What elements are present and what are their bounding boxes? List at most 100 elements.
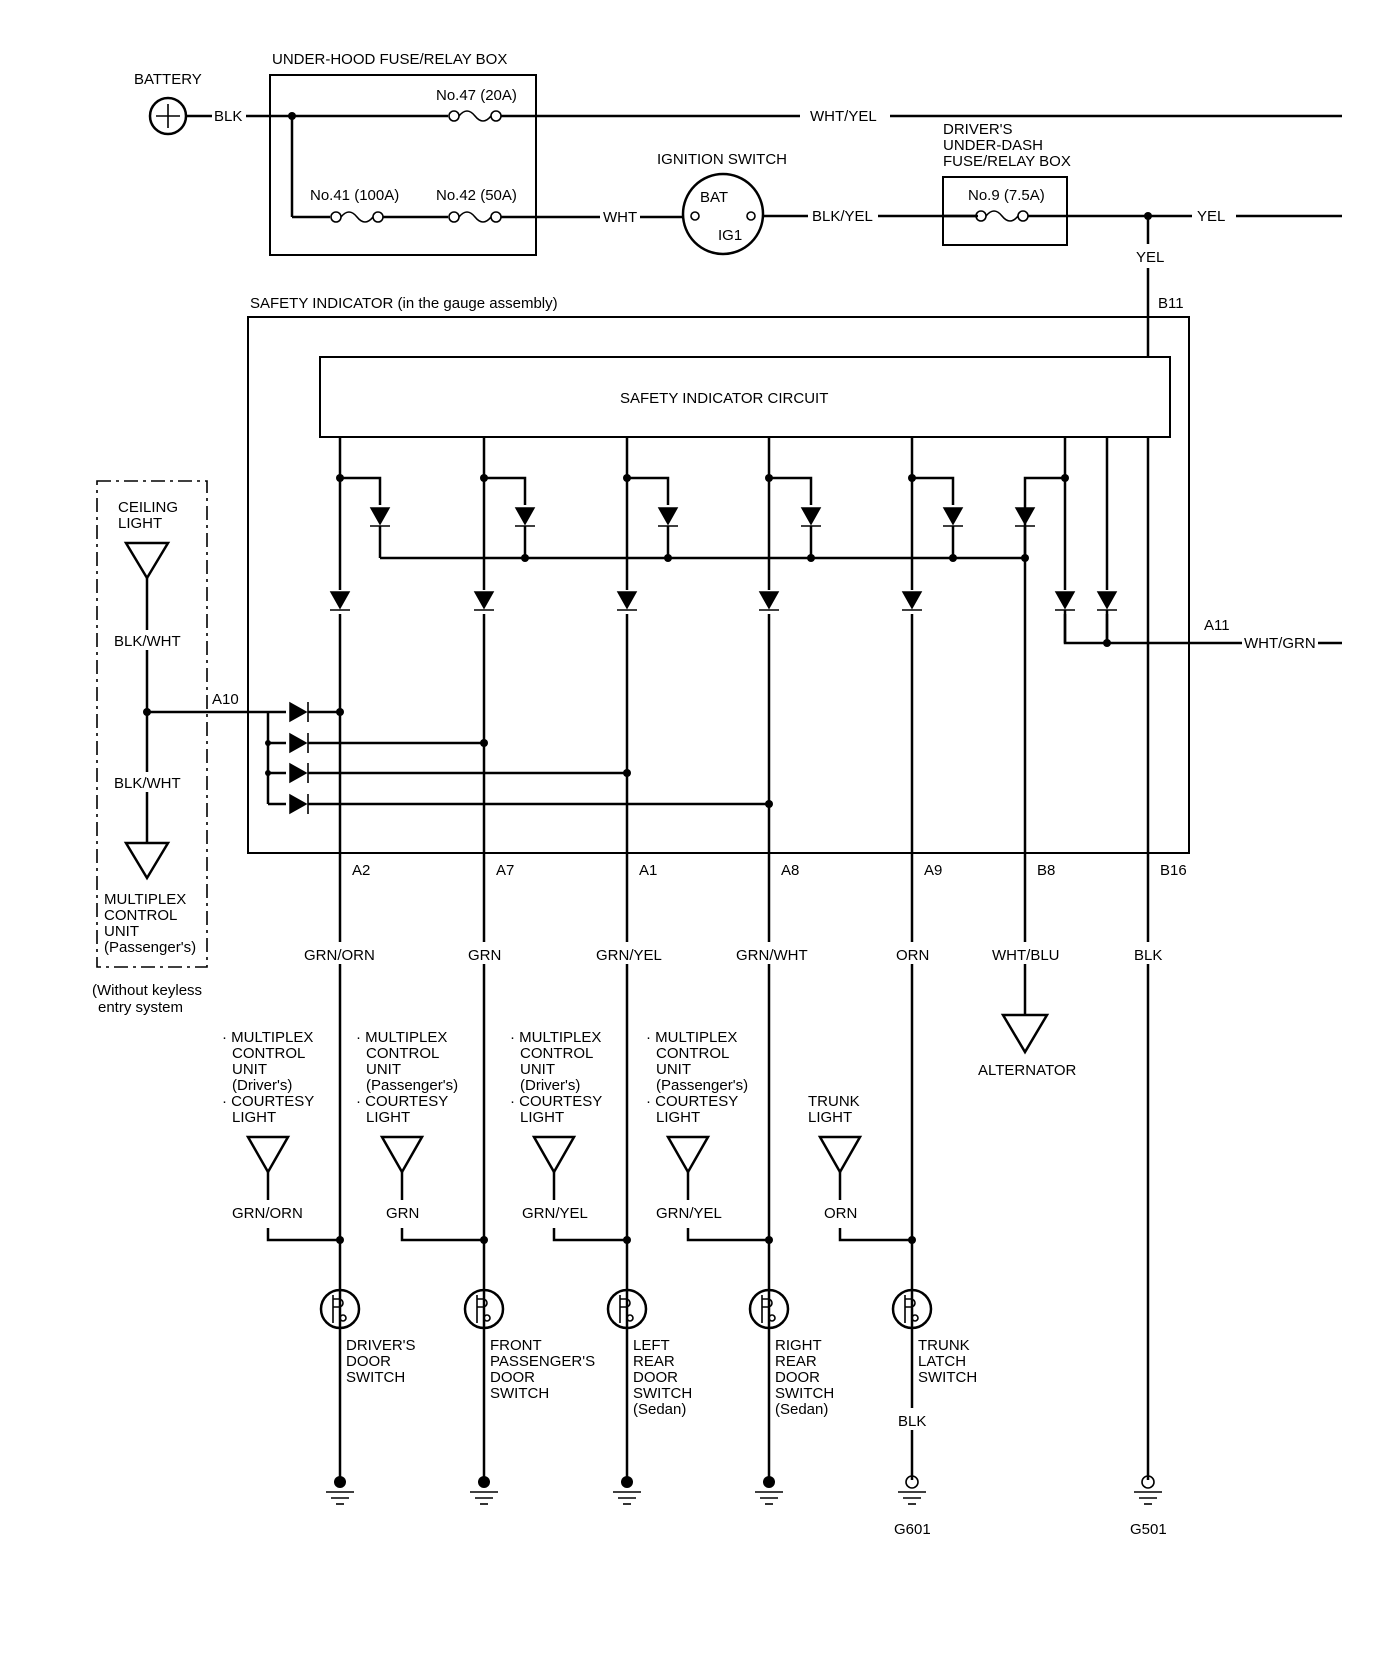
dash-box-title-2: UNDER-DASH (943, 137, 1043, 154)
svg-text:LIGHT: LIGHT (366, 1109, 410, 1126)
svg-text:UNIT: UNIT (232, 1061, 267, 1078)
battery-symbol (148, 96, 188, 136)
load-4-wire: GRN/YEL (656, 1205, 722, 1222)
fuse-41 (330, 211, 384, 223)
terminal-a10: A10 (212, 691, 239, 708)
svg-text:REAR: REAR (633, 1353, 675, 1370)
svg-text:REAR: REAR (775, 1353, 817, 1370)
svg-text:CONTROL: CONTROL (366, 1045, 439, 1062)
ceiling-note-2: entry system (98, 999, 183, 1016)
svg-text:TRUNK: TRUNK (918, 1337, 970, 1354)
a10-diode-network (146, 701, 773, 815)
terminal-a11: A11 (1204, 617, 1230, 634)
load-1: · MULTIPLEX CONTROL UNIT (Driver's) · CO… (222, 1029, 344, 1244)
ignition-ig1-label: IG1 (718, 227, 742, 244)
ceiling-wire-2-label: BLK/WHT (114, 775, 181, 792)
svg-text:DRIVER'S: DRIVER'S (346, 1337, 416, 1354)
svg-text:· MULTIPLEX: · MULTIPLEX (510, 1029, 601, 1046)
ground-g601-label: G601 (894, 1521, 931, 1538)
terminal-b16: B16 (1160, 862, 1187, 879)
svg-text:DOOR: DOOR (633, 1369, 678, 1386)
svg-text:SWITCH: SWITCH (775, 1385, 834, 1402)
fuse-47 (448, 110, 502, 122)
dash-box-title-1: DRIVER'S (943, 121, 1013, 138)
svg-text:(Sedan): (Sedan) (633, 1401, 686, 1418)
ceiling-mcu-3: UNIT (104, 923, 139, 940)
svg-text:LIGHT: LIGHT (520, 1109, 564, 1126)
svg-text:LIGHT: LIGHT (656, 1109, 700, 1126)
svg-text:SWITCH: SWITCH (633, 1385, 692, 1402)
fuse-9-label: No.9 (7.5A) (968, 187, 1045, 204)
mcu-passenger-symbol (123, 841, 171, 881)
svg-text:DOOR: DOOR (490, 1369, 535, 1386)
upper-diodes (369, 507, 1036, 527)
svg-text:· COURTESY: · COURTESY (510, 1093, 602, 1110)
svg-text:DOOR: DOOR (346, 1353, 391, 1370)
terminal-a8: A8 (781, 862, 799, 879)
ignition-bat-label: BAT (700, 189, 728, 206)
svg-text:(Driver's): (Driver's) (520, 1077, 580, 1094)
svg-text:· MULTIPLEX: · MULTIPLEX (356, 1029, 447, 1046)
battery-wire-label: BLK (214, 108, 242, 125)
wire-b8-label: WHT/BLU (992, 947, 1060, 964)
svg-text:CONTROL: CONTROL (656, 1045, 729, 1062)
svg-text:LEFT: LEFT (633, 1337, 670, 1354)
svg-text:LIGHT: LIGHT (808, 1109, 852, 1126)
wire-b16-label: BLK (1134, 947, 1162, 964)
wire-a1-label: GRN/YEL (596, 947, 662, 964)
fuse-42 (448, 211, 502, 223)
ceiling-mcu-4: (Passenger's) (104, 939, 196, 956)
load-2: · MULTIPLEX CONTROL UNIT (Passenger's) ·… (356, 1029, 488, 1244)
safety-indicator-circuit-label: SAFETY INDICATOR CIRCUIT (620, 390, 828, 407)
safety-indicator-title: SAFETY INDICATOR (in the gauge assembly) (250, 295, 558, 312)
svg-text:CONTROL: CONTROL (232, 1045, 305, 1062)
alternator-symbol (1000, 1013, 1050, 1055)
svg-text:SWITCH: SWITCH (490, 1385, 549, 1402)
terminal-a9: A9 (924, 862, 942, 879)
svg-text:CONTROL: CONTROL (520, 1045, 593, 1062)
load-1-wire: GRN/ORN (232, 1205, 303, 1222)
diode-common-bus (378, 526, 1029, 562)
fuse-47-label: No.47 (20A) (436, 87, 517, 104)
svg-text:PASSENGER'S: PASSENGER'S (490, 1353, 595, 1370)
ceiling-mcu-1: MULTIPLEX (104, 891, 186, 908)
wire-blk-yel-label: BLK/YEL (812, 208, 873, 225)
svg-text:SWITCH: SWITCH (346, 1369, 405, 1386)
svg-text:· COURTESY: · COURTESY (646, 1093, 738, 1110)
wire-a9-label: ORN (896, 947, 929, 964)
svg-text:UNIT: UNIT (366, 1061, 401, 1078)
load-3-wire: GRN/YEL (522, 1205, 588, 1222)
alternator-label: ALTERNATOR (978, 1062, 1077, 1079)
svg-text:· COURTESY: · COURTESY (356, 1093, 448, 1110)
under-hood-fuse-box (269, 74, 537, 256)
dash-box-title-3: FUSE/RELAY BOX (943, 153, 1071, 170)
wire-yel-right-label: YEL (1197, 208, 1225, 225)
ground-g501-label: G501 (1130, 1521, 1167, 1538)
svg-text:LIGHT: LIGHT (232, 1109, 276, 1126)
svg-text:(Driver's): (Driver's) (232, 1077, 292, 1094)
load-2-wire: GRN (386, 1205, 419, 1222)
wire-wht-label: WHT (603, 209, 637, 226)
switch-labels: DRIVER'S DOOR SWITCH FRONT PASSENGER'S D… (346, 1337, 977, 1418)
lower-wire-labels: GRN/ORN GRN GRN/YEL GRN/WHT ORN WHT/BLU … (300, 942, 1168, 964)
svg-text:DOOR: DOOR (775, 1369, 820, 1386)
svg-text:(Passenger's): (Passenger's) (656, 1077, 748, 1094)
ceiling-wire-1-label: BLK/WHT (114, 633, 181, 650)
terminal-b8: B8 (1037, 862, 1055, 879)
lower-diodes (328, 590, 1119, 614)
svg-text:· COURTESY: · COURTESY (222, 1093, 314, 1110)
safety-indicator-gauge-box (247, 316, 1190, 854)
under-dash-fuse-box (942, 176, 1068, 246)
ceiling-note-1: (Without keyless (92, 982, 202, 999)
fuse-41-label: No.41 (100A) (310, 187, 399, 204)
door-switches (319, 1288, 933, 1330)
wire-wht-grn-label: WHT/GRN (1244, 635, 1316, 652)
svg-text:(Sedan): (Sedan) (775, 1401, 828, 1418)
svg-text:RIGHT: RIGHT (775, 1337, 822, 1354)
fuse-42-label: No.42 (50A) (436, 187, 517, 204)
svg-text:(Passenger's): (Passenger's) (366, 1077, 458, 1094)
ceiling-mcu-2: CONTROL (104, 907, 177, 924)
svg-text:LATCH: LATCH (918, 1353, 966, 1370)
wire-a8-label: GRN/WHT (736, 947, 808, 964)
